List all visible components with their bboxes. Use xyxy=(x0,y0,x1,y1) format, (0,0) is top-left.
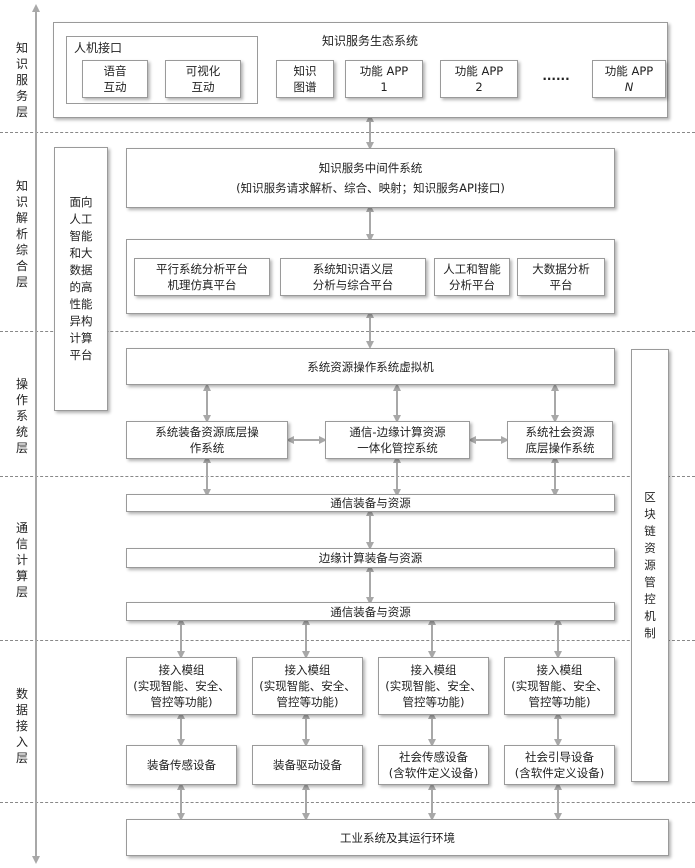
app-2-number: 2 xyxy=(475,80,483,94)
divider-access-industry xyxy=(0,802,695,803)
comm-resource-1-box: 通信装备与资源 xyxy=(126,494,615,512)
comm-resource-2-box: 通信装备与资源 xyxy=(126,602,615,621)
industry-label: 工业系统及其运行环境 xyxy=(340,830,455,845)
app-2-box: 功能 APP 2 xyxy=(440,60,518,98)
apps-ellipsis: ······ xyxy=(542,72,570,86)
app-2-name: 功能 APP xyxy=(454,64,504,78)
edge-resource-box: 边缘计算装备与资源 xyxy=(126,548,615,568)
ai-analysis-label: 人工和智能 分析平台 xyxy=(443,262,501,292)
knowledge-graph-box: 知识 图谱 xyxy=(276,60,334,98)
edge-resource-label: 边缘计算装备与资源 xyxy=(318,551,423,565)
layer-label-comm-compute: 通信计算层 xyxy=(15,521,28,599)
access-module-2-box: 接入模组 (实现智能、安全、 管控等功能) xyxy=(252,657,363,715)
social-os-box: 系统社会资源 底层操作系统 xyxy=(507,421,613,459)
bigdata-analysis-label: 大数据分析 平台 xyxy=(532,262,590,292)
hpc-platform-box: 面向 人工 智能 和大 数据 的高 性能 异构 计算 平台 xyxy=(54,147,108,411)
social-guide-box: 社会引导设备 (含软件定义设备) xyxy=(504,745,615,785)
comm-resource-1-label: 通信装备与资源 xyxy=(330,496,411,510)
social-sensing-label: 社会传感设备 (含软件定义设备) xyxy=(388,750,479,780)
divider-analysis-os xyxy=(0,331,695,332)
visual-interaction-box: 可视化 互动 xyxy=(165,60,241,98)
layer-label-operating-system: 操作系统层 xyxy=(15,377,28,455)
system-vm-label: 系统资源操作系统虚拟机 xyxy=(307,359,434,374)
industry-box: 工业系统及其运行环境 xyxy=(126,819,669,856)
access-module-4-box: 接入模组 (实现智能、安全、 管控等功能) xyxy=(504,657,615,715)
access-module-4-label: 接入模组 (实现智能、安全、 管控等功能) xyxy=(511,663,608,709)
equip-sensing-label: 装备传感设备 xyxy=(147,758,216,772)
parallel-system-box: 平行系统分析平台 机理仿真平台 xyxy=(134,258,270,296)
middleware-box: 知识服务中间件系统 (知识服务请求解析、综合、映射；知识服务API接口) xyxy=(126,148,615,208)
equip-sensing-box: 装备传感设备 xyxy=(126,745,237,785)
semantic-layer-label: 系统知识语义层 分析与综合平台 xyxy=(312,262,394,292)
voice-interaction-label: 语音 互动 xyxy=(103,64,127,94)
edge-os-box: 通信-边缘计算资源 一体化管控系统 xyxy=(325,421,470,459)
equip-os-label: 系统装备资源底层操 作系统 xyxy=(155,425,259,455)
access-module-1-label: 接入模组 (实现智能、安全、 管控等功能) xyxy=(133,663,230,709)
app-1-number: 1 xyxy=(380,80,388,94)
hmi-frame xyxy=(66,36,258,104)
ai-analysis-box: 人工和智能 分析平台 xyxy=(434,258,510,296)
access-module-1-box: 接入模组 (实现智能、安全、 管控等功能) xyxy=(126,657,237,715)
app-1-box: 功能 APP 1 xyxy=(345,60,423,98)
blockchain-box: 区 块 链 资 源 管 控 机 制 xyxy=(631,349,669,782)
bigdata-analysis-box: 大数据分析 平台 xyxy=(517,258,605,296)
visual-interaction-label: 可视化 互动 xyxy=(185,64,221,94)
equip-driving-label: 装备驱动设备 xyxy=(273,758,342,772)
app-1-name: 功能 APP xyxy=(359,64,409,78)
system-vm-box: 系统资源操作系统虚拟机 xyxy=(126,348,615,385)
divider-os-comm xyxy=(0,476,695,477)
access-module-3-label: 接入模组 (实现智能、安全、 管控等功能) xyxy=(385,663,482,709)
access-module-3-box: 接入模组 (实现智能、安全、 管控等功能) xyxy=(378,657,489,715)
voice-interaction-box: 语音 互动 xyxy=(82,60,148,98)
hpc-platform-label: 面向 人工 智能 和大 数据 的高 性能 异构 计算 平台 xyxy=(69,195,93,362)
app-n-box: 功能 APP N xyxy=(592,60,666,98)
comm-resource-2-label: 通信装备与资源 xyxy=(330,604,411,619)
middleware-title: 知识服务中间件系统 xyxy=(318,161,423,175)
access-module-2-label: 接入模组 (实现智能、安全、 管控等功能) xyxy=(259,663,356,709)
layer-label-knowledge-service: 知识服务层 xyxy=(15,41,28,119)
parallel-system-label: 平行系统分析平台 机理仿真平台 xyxy=(156,262,248,292)
equip-os-box: 系统装备资源底层操 作系统 xyxy=(126,421,288,459)
knowledge-graph-label: 知识 图谱 xyxy=(293,64,317,94)
app-n-name: 功能 APP xyxy=(604,64,654,78)
divider-service-analysis xyxy=(0,132,695,133)
semantic-layer-box: 系统知识语义层 分析与综合平台 xyxy=(280,258,426,296)
blockchain-label: 区 块 链 资 源 管 控 机 制 xyxy=(644,490,656,640)
middleware-subtitle: (知识服务请求解析、综合、映射；知识服务API接口) xyxy=(236,181,505,195)
divider-comm-access xyxy=(0,640,695,641)
layer-label-data-access: 数据接入层 xyxy=(15,687,28,765)
ecosystem-title: 知识服务生态系统 xyxy=(321,34,418,48)
app-n-number: N xyxy=(624,80,634,94)
social-guide-label: 社会引导设备 (含软件定义设备) xyxy=(514,750,605,780)
edge-os-label: 通信-边缘计算资源 一体化管控系统 xyxy=(349,425,446,455)
layer-label-knowledge-analysis: 知识解析综合层 xyxy=(15,179,28,289)
hmi-title: 人机接口 xyxy=(74,41,123,55)
equip-driving-box: 装备驱动设备 xyxy=(252,745,363,785)
social-os-label: 系统社会资源 底层操作系统 xyxy=(525,425,595,455)
social-sensing-box: 社会传感设备 (含软件定义设备) xyxy=(378,745,489,785)
